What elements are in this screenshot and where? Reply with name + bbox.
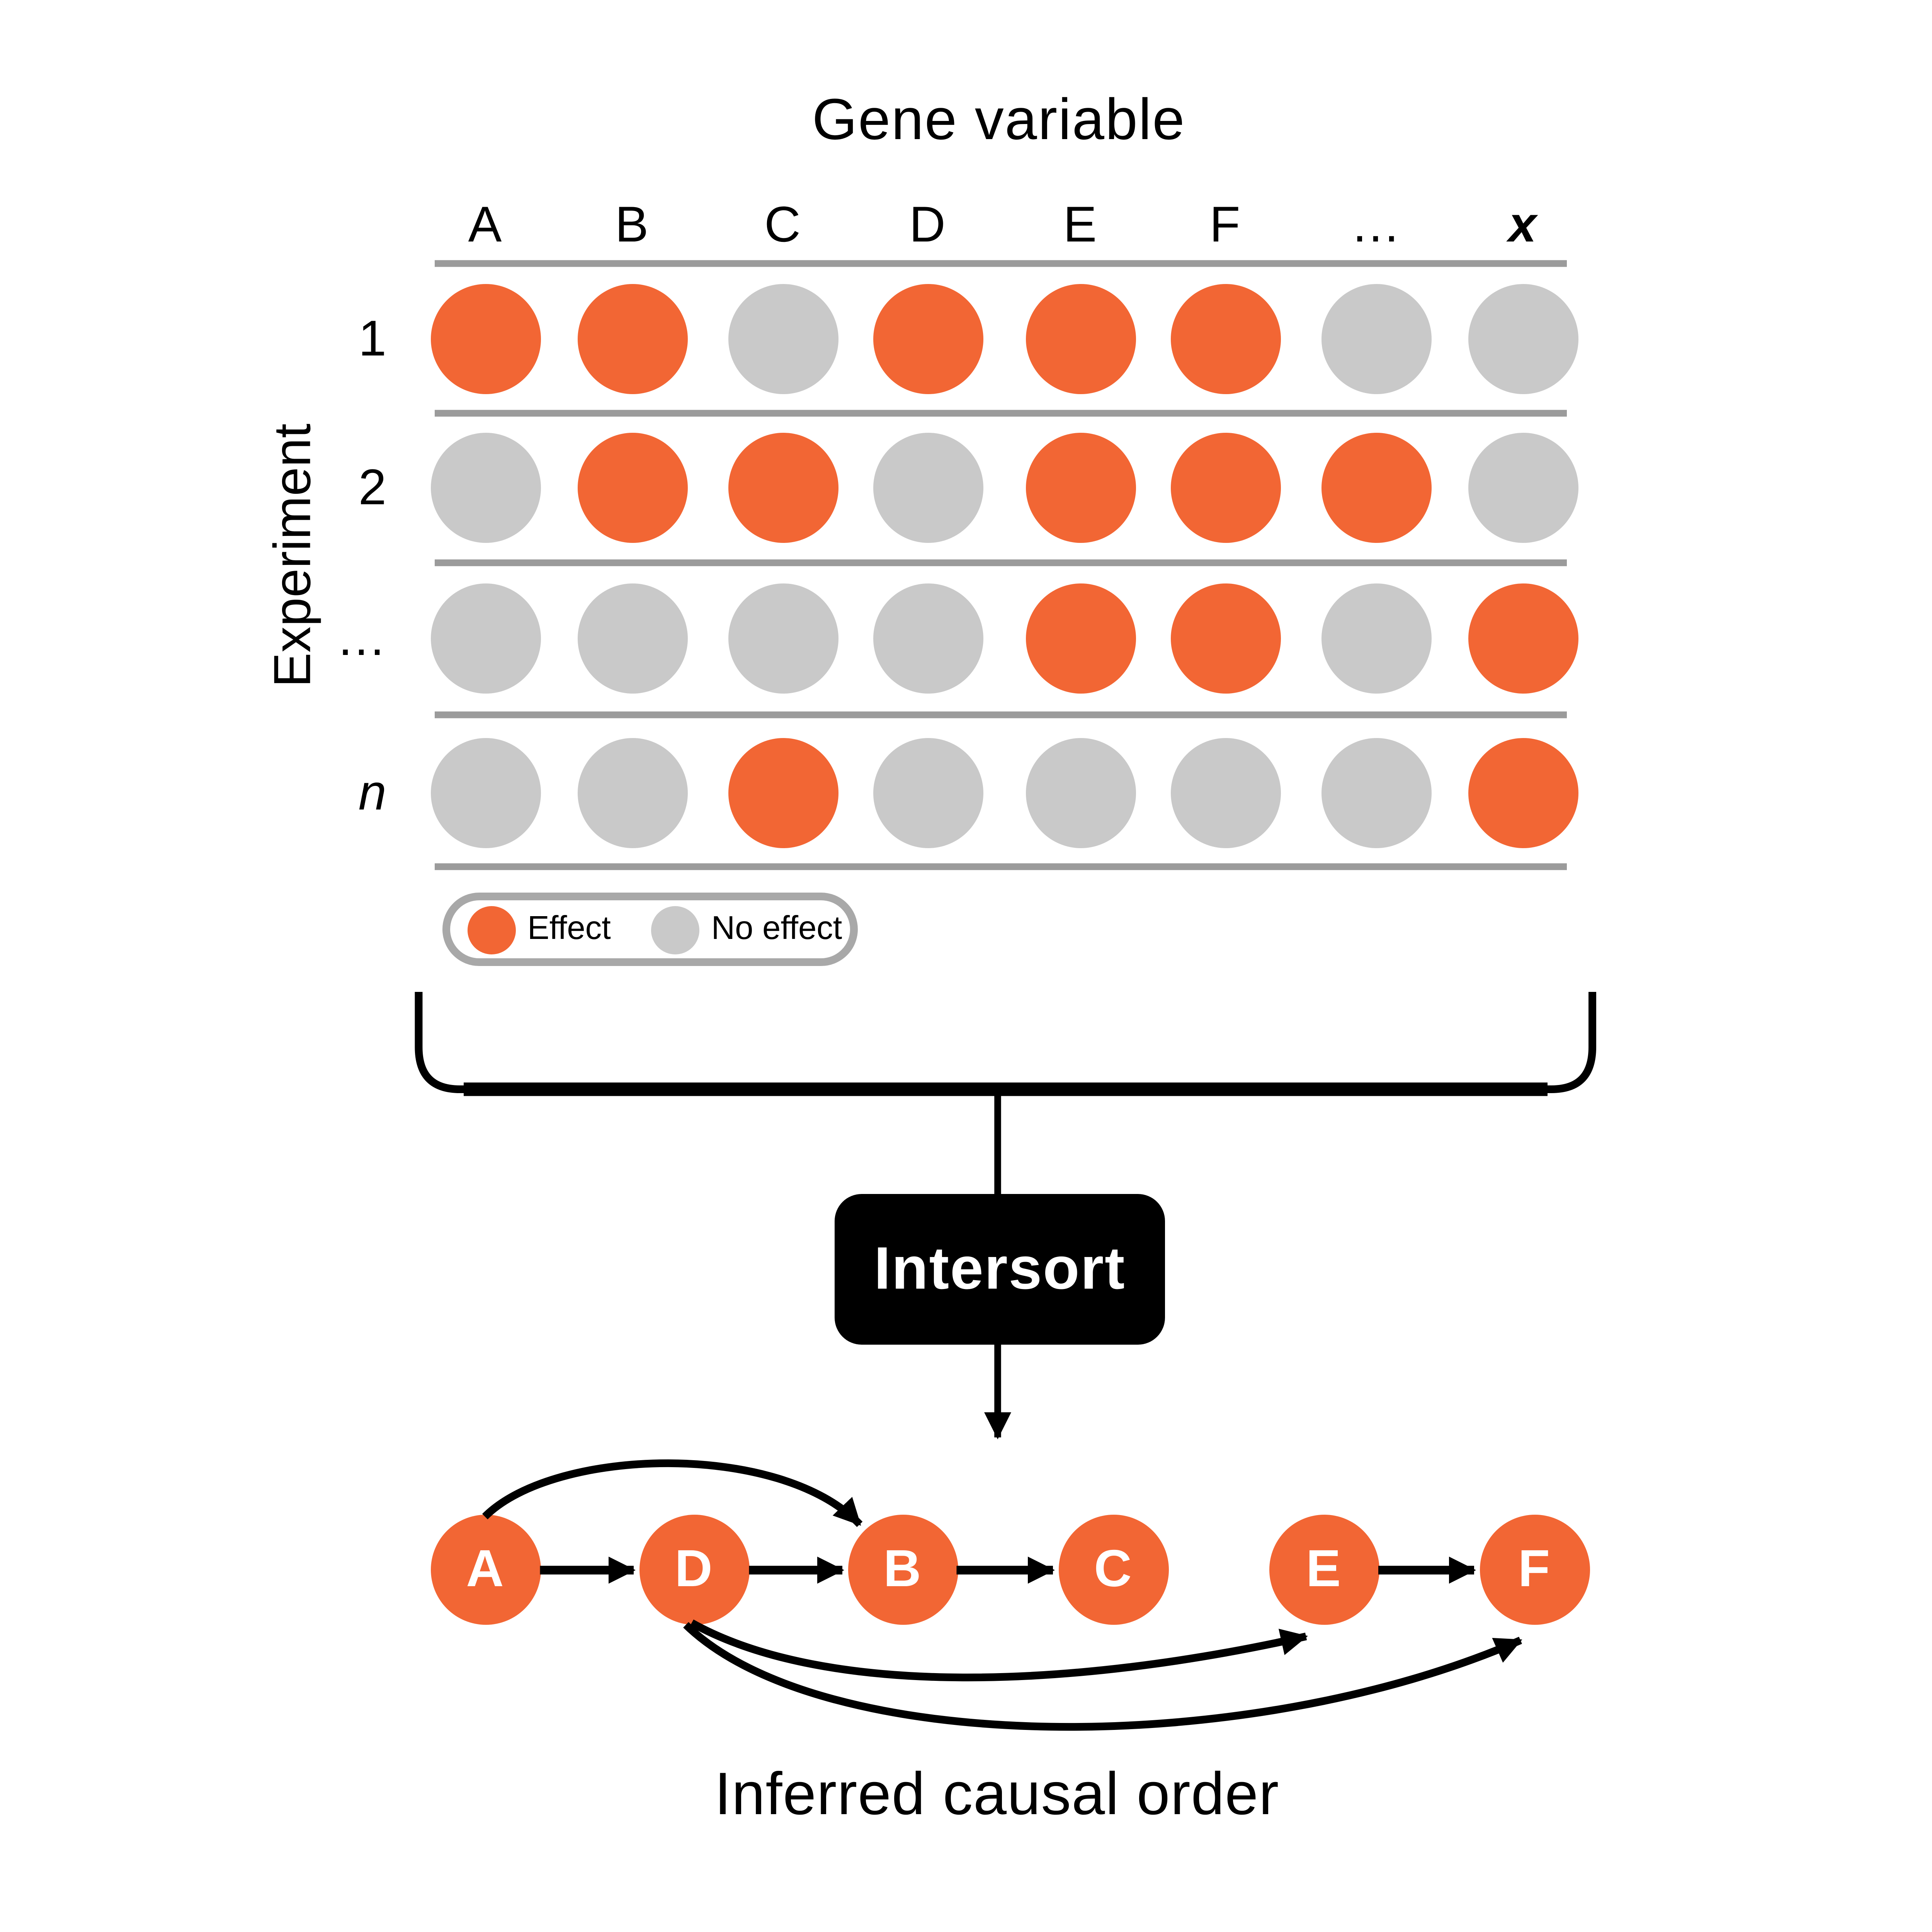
- no-effect-label: No effect: [711, 910, 842, 947]
- column-header-A: A: [468, 195, 502, 253]
- cell-n-C-effect: [727, 737, 838, 847]
- graph-node-label-C: C: [1094, 1540, 1132, 1598]
- cell-…-E-effect: [1025, 582, 1135, 693]
- graph-node-F: F: [1479, 1515, 1589, 1625]
- row-label-…: …: [336, 609, 386, 667]
- column-header-…: …: [1350, 195, 1401, 253]
- intersort-label: Intersort: [874, 1235, 1126, 1302]
- cell-n-D-none: [872, 737, 983, 847]
- cell-n-…-none: [1320, 737, 1431, 847]
- collect-bracket: [415, 992, 1596, 1093]
- graph-node-E: E: [1268, 1515, 1379, 1625]
- cell-n-x-effect: [1467, 737, 1578, 847]
- row-label-2: 2: [358, 458, 386, 516]
- cell-…-…-none: [1320, 582, 1431, 693]
- graph-node-label-B: B: [883, 1540, 921, 1598]
- cell-1-E-effect: [1025, 283, 1135, 393]
- column-header-E: E: [1063, 195, 1097, 253]
- graph-node-B: B: [847, 1515, 957, 1625]
- column-header-B: B: [615, 195, 649, 253]
- cell-n-F-none: [1170, 737, 1280, 847]
- column-header-x: x: [1508, 195, 1537, 253]
- row-label-1: 1: [358, 309, 386, 367]
- cell-2-D-none: [872, 432, 983, 542]
- column-header-D: D: [909, 195, 946, 253]
- effect-swatch: [468, 905, 516, 954]
- cell-1-D-effect: [872, 283, 983, 393]
- cell-2-E-effect: [1025, 432, 1135, 542]
- graph-node-label-E: E: [1306, 1540, 1341, 1598]
- graph-node-D: D: [638, 1515, 749, 1625]
- effect-label: Effect: [527, 910, 611, 947]
- graph-node-label-F: F: [1518, 1540, 1550, 1598]
- cell-…-D-none: [872, 582, 983, 693]
- cell-…-C-none: [727, 582, 838, 693]
- cell-2-A-none: [430, 432, 540, 542]
- cell-1-A-effect: [430, 283, 540, 393]
- cell-n-E-none: [1025, 737, 1135, 847]
- graph-caption: Inferred causal order: [714, 1760, 1279, 1828]
- cell-2-x-none: [1467, 432, 1578, 542]
- cell-1-…-none: [1320, 283, 1431, 393]
- cell-2-…-effect: [1320, 432, 1431, 542]
- graph-node-label-A: A: [466, 1540, 504, 1598]
- cell-…-x-effect: [1467, 582, 1578, 693]
- graph-node-A: A: [430, 1515, 540, 1625]
- cell-1-x-none: [1467, 283, 1578, 393]
- graph-node-C: C: [1058, 1515, 1168, 1625]
- cell-2-F-effect: [1170, 432, 1280, 542]
- page-title: Gene variable: [812, 89, 1186, 153]
- intersort-box: Intersort: [835, 1194, 1165, 1345]
- cell-…-A-none: [430, 582, 540, 693]
- cell-2-C-effect: [727, 432, 838, 542]
- cell-2-B-effect: [577, 432, 687, 542]
- cell-n-B-none: [577, 737, 687, 847]
- cell-n-A-none: [430, 737, 540, 847]
- cell-1-C-none: [727, 283, 838, 393]
- cell-…-B-none: [577, 582, 687, 693]
- column-header-C: C: [764, 195, 801, 253]
- graph-node-label-D: D: [675, 1540, 713, 1598]
- cell-…-F-effect: [1170, 582, 1280, 693]
- no-effect-swatch: [651, 905, 700, 954]
- matrix-row-separators: [435, 260, 1567, 870]
- column-header-F: F: [1209, 195, 1240, 253]
- cell-1-B-effect: [577, 283, 687, 393]
- row-label-n: n: [358, 763, 386, 821]
- cell-1-F-effect: [1170, 283, 1280, 393]
